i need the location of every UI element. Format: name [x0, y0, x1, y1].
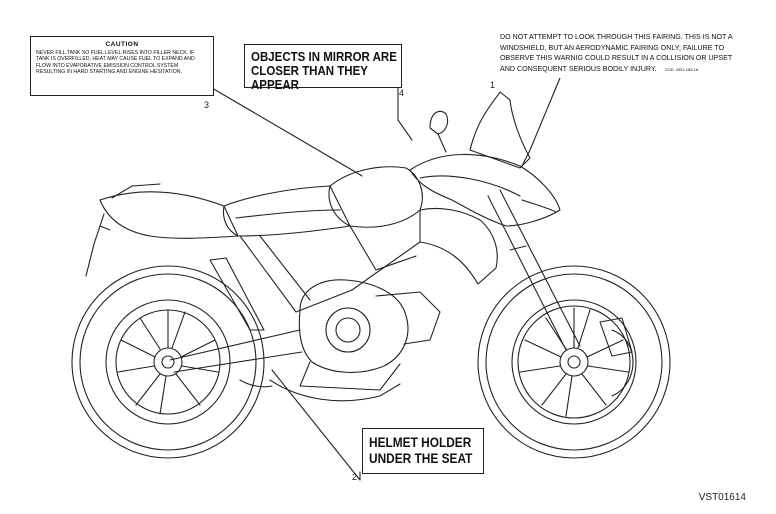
exhaust [269, 379, 401, 402]
caution-text: NEVER FILL TANK SO FUEL LEVEL RISES INTO… [36, 50, 195, 76]
leader-line-2 [271, 369, 361, 481]
front-fork [487, 189, 581, 351]
callout-number-2: 2 [352, 472, 358, 482]
fuel-tank [328, 166, 423, 228]
engine [298, 279, 409, 373]
leader-line-4 [397, 85, 413, 141]
fairing-code: Cod. 4351.185.1A [664, 66, 699, 72]
front-fairing [409, 153, 561, 227]
rear-wheel [71, 265, 265, 459]
callout-number-4: 4 [399, 88, 405, 98]
seat [222, 185, 351, 237]
callout-number-3: 3 [204, 100, 210, 110]
windscreen [469, 91, 531, 169]
fairing-text-body: DO NOT ATTEMPT TO LOOK THROUGH THIS FAIR… [500, 33, 733, 73]
plate-holder [85, 213, 111, 277]
leader-line-1 [521, 77, 561, 167]
front-wheel [477, 265, 671, 459]
mirror-decal: OBJECTS IN MIRROR ARE CLOSER THAN THEY A… [244, 44, 402, 92]
fairing-decal: DO NOT ATTEMPT TO LOOK THROUGH THIS FAIR… [496, 28, 742, 78]
callout-number-1: 1 [490, 80, 496, 90]
leader-line-3 [211, 87, 363, 177]
helmet-text: HELMET HOLDER UNDER THE SEAT [369, 435, 473, 466]
caution-title: CAUTION [105, 41, 139, 48]
mirror [429, 110, 449, 153]
swingarm [169, 329, 303, 373]
frame [239, 225, 421, 313]
mirror-text: OBJECTS IN MIRROR ARE CLOSER THAN THEY A… [251, 50, 397, 92]
tail-section [99, 191, 239, 239]
drawing-id: VST01614 [698, 492, 746, 503]
helmet-decal: HELMET HOLDER UNDER THE SEAT [362, 428, 484, 474]
fairing-text: DO NOT ATTEMPT TO LOOK THROUGH THIS FAIR… [500, 32, 740, 75]
side-fairing [419, 207, 498, 285]
caution-decal: CAUTION NEVER FILL TANK SO FUEL LEVEL RI… [30, 36, 214, 96]
